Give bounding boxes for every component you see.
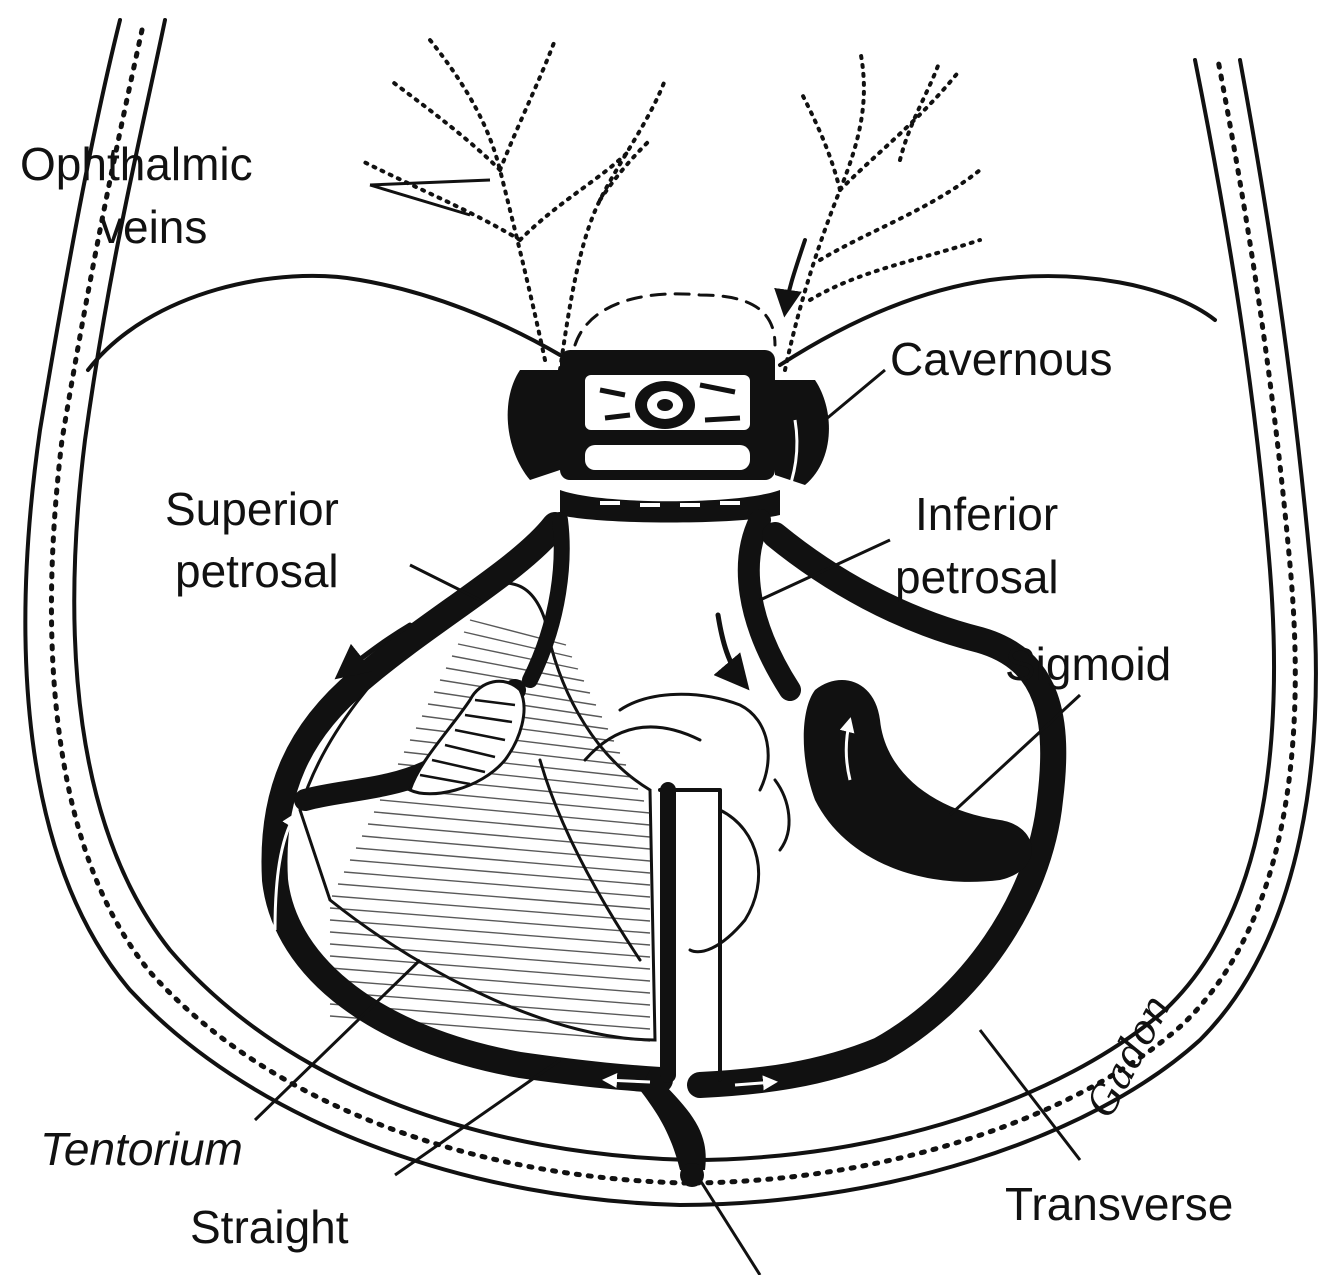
label-transverse: Transverse [1005,1178,1233,1230]
ophthalmic-veins [360,40,980,370]
cavernous-sinus [508,294,829,523]
label-cavernous: Cavernous [890,333,1112,385]
label-superior-line1: Superior [165,483,339,535]
label-tentorium: Tentorium [40,1123,243,1175]
label-inferior-line2: petrosal [895,551,1059,603]
label-straight: Straight [190,1201,349,1253]
tentorium-membrane [300,583,655,1041]
label-sigmoid: Sigmoid [1005,638,1171,690]
label-ophthalmic-line2: veins [100,201,207,253]
label-superior-line2: petrosal [175,545,339,597]
label-ophthalmic-line1: Ophthalmic [20,138,253,190]
artist-signature: Gadon [1078,987,1180,1124]
label-inferior-line1: Inferior [915,488,1058,540]
